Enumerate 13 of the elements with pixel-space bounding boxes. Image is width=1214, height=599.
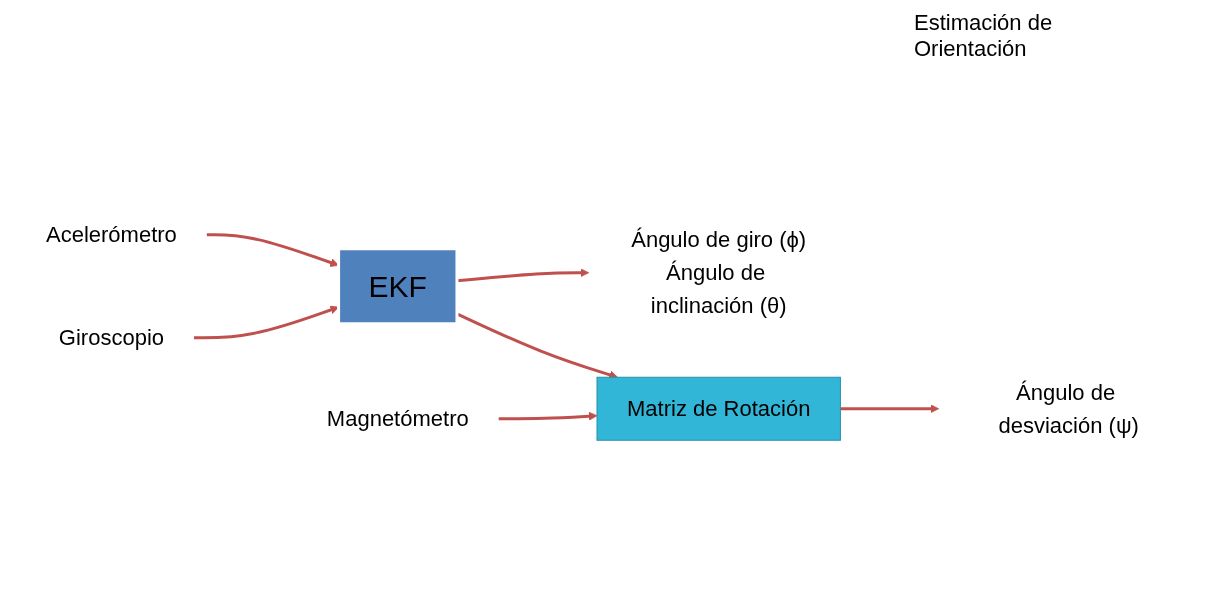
arrow xyxy=(206,233,339,267)
node-text: Acelerómetro xyxy=(45,222,177,248)
node-text: Magnetómetro xyxy=(326,406,469,432)
note-text: Estimación de Orientación xyxy=(914,10,1054,62)
node-box: Matriz de Rotación xyxy=(596,376,841,441)
arrow xyxy=(840,404,939,414)
node-text: Giroscopio xyxy=(58,325,164,351)
arrow xyxy=(193,305,339,340)
node-text: Ángulo de desviación (ψ) xyxy=(998,379,1139,438)
arrow xyxy=(498,411,598,421)
node-text: Ángulo de giro (ϕ) Ángulo de inclinación (θ) xyxy=(630,227,806,319)
arrow xyxy=(456,268,589,283)
node-box: EKF xyxy=(336,247,459,326)
